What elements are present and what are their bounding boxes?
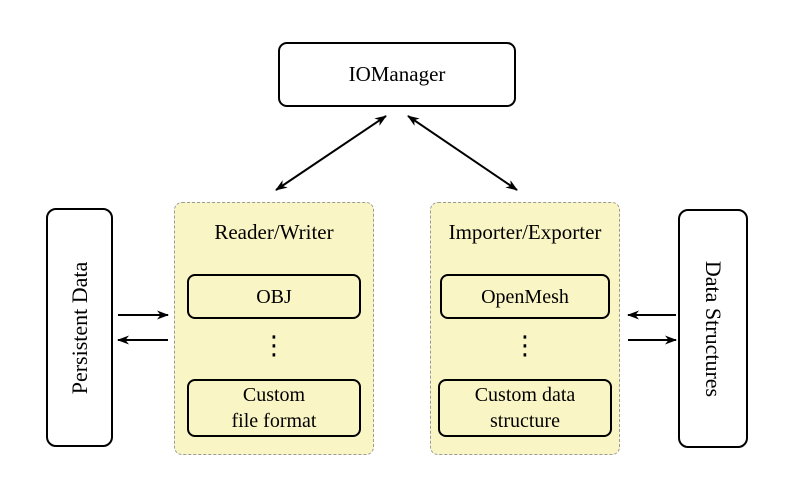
obj-label: OBJ [256, 285, 292, 308]
custom-file-format-line1: Custom [242, 384, 306, 406]
custom-data-structure-line1: Custom data [474, 384, 576, 406]
iomanager-node: IOManager [278, 42, 516, 107]
iomanager-label: IOManager [348, 62, 446, 86]
vdots-left: ⋮ [261, 331, 287, 361]
importer-exporter-label: Importer/Exporter [448, 220, 602, 244]
obj-node: OBJ [187, 274, 361, 319]
openmesh-label: OpenMesh [481, 285, 569, 308]
persistent-data-label: Persistent Data [66, 261, 92, 394]
vdots-right: ⋮ [512, 331, 538, 361]
data-structures-node: Data Structures [678, 209, 748, 448]
custom-file-format-line2: file format [231, 410, 317, 432]
reader-writer-container: Reader/Writer OBJ ⋮ Custom file format [174, 202, 374, 455]
custom-file-format-node: Custom file format [187, 379, 361, 437]
importer-exporter-container: Importer/Exporter OpenMesh ⋮ Custom data… [430, 202, 620, 455]
persistent-data-node: Persistent Data [46, 208, 113, 447]
reader-writer-label: Reader/Writer [214, 220, 334, 244]
arrow-iomanager-readerwriter [275, 115, 387, 191]
openmesh-node: OpenMesh [440, 274, 610, 319]
custom-data-structure-node: Custom data structure [438, 379, 612, 437]
data-structures-label: Data Structures [701, 260, 726, 397]
custom-data-structure-line2: structure [490, 410, 560, 432]
arrow-iomanager-importerexporter [407, 115, 518, 191]
